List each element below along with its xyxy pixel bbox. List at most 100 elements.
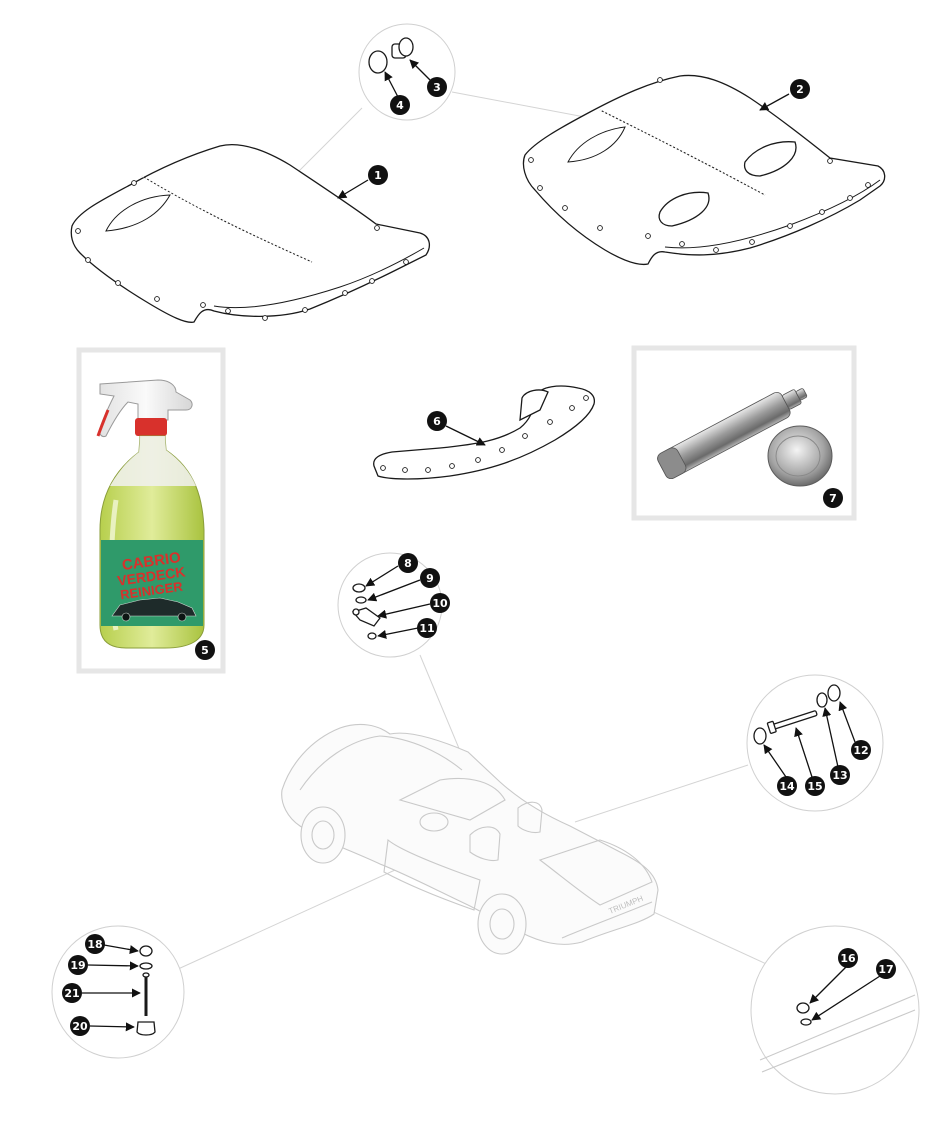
cap-part — [827, 684, 841, 702]
svg-text:19: 19 — [70, 959, 85, 972]
bolt-part — [766, 710, 818, 734]
label-car-graphic — [111, 597, 197, 622]
detail-circle — [750, 925, 920, 1095]
snap-anvil-disc — [767, 425, 833, 487]
callout-arrow — [445, 425, 486, 446]
svg-text:13: 13 — [832, 769, 847, 782]
callout-arrow — [89, 1022, 135, 1032]
callout-6: 6 — [427, 411, 447, 431]
callout-arrow — [384, 71, 399, 98]
callout-arrow — [838, 701, 856, 743]
leader-line — [574, 764, 749, 823]
svg-text:12: 12 — [853, 744, 868, 757]
washer-part — [355, 596, 367, 604]
callout-arrow — [87, 961, 139, 971]
callout-arrow — [367, 579, 421, 602]
callout-arrows — [82, 59, 881, 1032]
window-opening — [567, 126, 626, 163]
socket-part — [136, 1021, 156, 1036]
callout-arrow — [811, 975, 881, 1021]
body-edge — [761, 1009, 916, 1073]
svg-text:11: 11 — [419, 622, 434, 635]
detail-fastener-8-11 — [337, 552, 443, 658]
washer-part — [352, 583, 366, 593]
callout-4: 4 — [390, 95, 410, 115]
svg-text:10: 10 — [432, 597, 448, 610]
svg-text:4: 4 — [396, 99, 404, 112]
callout-11: 11 — [417, 618, 437, 638]
washer-part — [753, 727, 767, 745]
callout-arrow — [103, 944, 139, 955]
car-trunk — [538, 839, 653, 906]
callout-7: 7 — [823, 488, 843, 508]
tonneau-cover-right — [522, 74, 886, 266]
trim-strip-outline — [373, 385, 596, 480]
snap-tool-panel — [631, 345, 857, 521]
trim-strip — [373, 385, 596, 480]
snap-holes — [75, 180, 409, 321]
callout-badges: 1 2 3 4 5 6 7 8 9 10 11 12 13 14 15 16 1… — [62, 77, 896, 1036]
body-edge — [759, 994, 916, 1061]
car-outline: TRIUMPH — [281, 723, 659, 955]
svg-text:15: 15 — [807, 780, 822, 793]
car-steering-wheel — [419, 812, 449, 832]
car-door — [383, 838, 481, 911]
car-hood — [299, 735, 463, 791]
cover-outline — [522, 74, 886, 266]
callout-arrow — [822, 707, 839, 768]
svg-text:17: 17 — [878, 963, 893, 976]
bracket-stud — [352, 608, 360, 616]
detail-circle — [358, 23, 456, 121]
headrest-pocket — [658, 191, 710, 227]
washer-part — [800, 1018, 812, 1026]
detail-fastener-16-17 — [750, 925, 920, 1095]
callout-14: 14 — [777, 776, 797, 796]
callout-17: 17 — [876, 959, 896, 979]
snap-holes — [528, 77, 871, 253]
callout-21: 21 — [62, 983, 82, 1003]
car-front-hub — [311, 820, 335, 850]
cap-part — [139, 945, 153, 957]
callout-15: 15 — [805, 776, 825, 796]
svg-text:21: 21 — [64, 987, 79, 1000]
bottle-cap — [135, 418, 167, 436]
svg-text:3: 3 — [433, 81, 441, 94]
callout-3: 3 — [427, 77, 447, 97]
trigger-lever — [96, 409, 110, 437]
callout-10: 10 — [430, 593, 450, 613]
car-rear-bumper — [561, 901, 653, 939]
svg-text:2: 2 — [796, 83, 804, 96]
headrest-pocket — [743, 141, 797, 177]
callout-arrow — [763, 744, 787, 778]
callout-5: 5 — [195, 640, 215, 660]
callout-arrow — [794, 727, 813, 778]
trim-strip-tab — [519, 389, 549, 422]
car-seat — [517, 801, 543, 834]
callout-1: 1 — [368, 165, 388, 185]
snap-cap-part — [368, 50, 388, 74]
svg-text:8: 8 — [404, 557, 412, 570]
leader-line — [451, 91, 591, 119]
car-seat — [469, 826, 501, 862]
callout-16: 16 — [838, 948, 858, 968]
callout-arrow — [377, 627, 419, 639]
car-windscreen — [398, 777, 506, 821]
svg-text:20: 20 — [72, 1020, 88, 1033]
svg-text:16: 16 — [840, 952, 856, 965]
svg-text:18: 18 — [87, 938, 102, 951]
svg-text:9: 9 — [426, 572, 434, 585]
callout-arrow — [409, 59, 431, 81]
car-front-wheel — [300, 806, 346, 864]
zipper-teeth — [599, 109, 766, 196]
callout-arrow — [759, 93, 790, 111]
callout-12: 12 — [851, 740, 871, 760]
callout-9: 9 — [420, 568, 440, 588]
tonneau-cover-left — [70, 144, 431, 323]
callout-8: 8 — [398, 553, 418, 573]
cleaner-bottle: CABRIO VERDECK REINIGER — [96, 379, 205, 649]
callout-20: 20 — [70, 1016, 90, 1036]
car-rear-wheel — [477, 893, 527, 955]
detail-fastener-3-4 — [358, 23, 456, 121]
cover-hem — [213, 247, 425, 309]
